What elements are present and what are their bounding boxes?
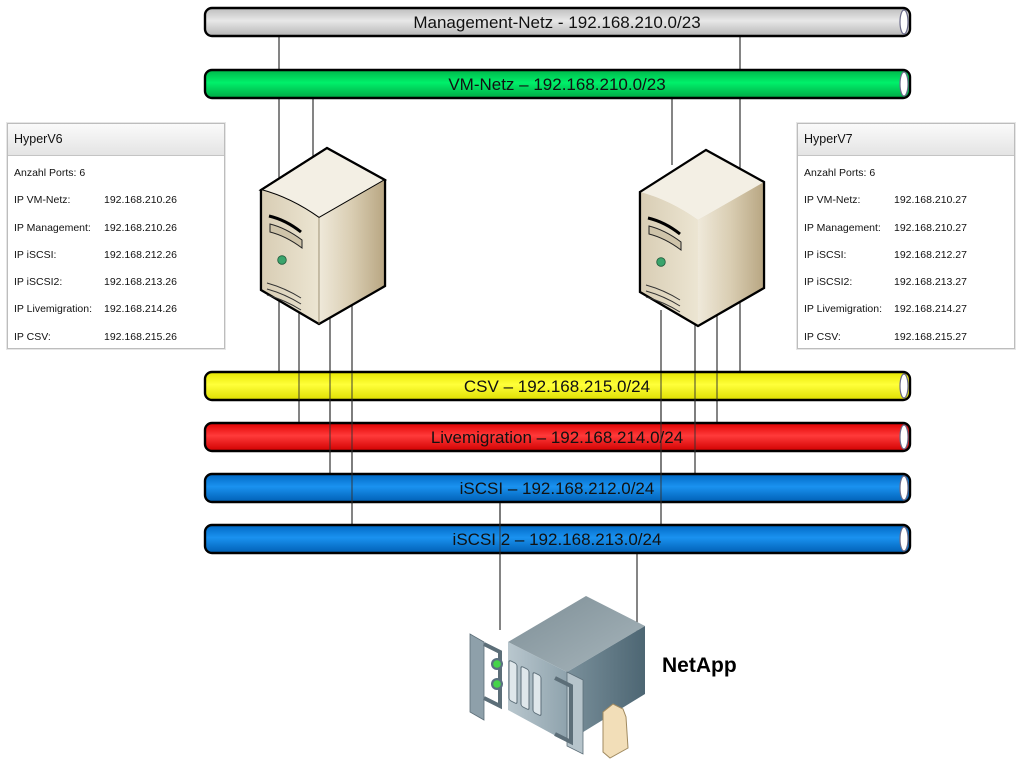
network-label-iscsi2: iSCSI 2 – 192.168.213.0/24 — [453, 530, 662, 549]
info-key: IP iSCSI: — [804, 248, 847, 261]
info-row-csv: IP CSV: 192.168.215.26 — [14, 324, 224, 351]
info-key: IP Livemigration: — [14, 303, 93, 316]
info-key: IP Livemigration: — [804, 303, 883, 316]
info-row-management: IP Management: 192.168.210.27 — [804, 215, 1014, 242]
info-value: 192.168.210.26 — [104, 194, 177, 207]
info-value: 192.168.213.26 — [104, 276, 177, 289]
info-row-vm-netz: IP VM-Netz: 192.168.210.26 — [14, 187, 224, 214]
info-key: IP CSV: — [804, 330, 841, 343]
network-pipe-livemigration: Livemigration – 192.168.214.0/24 — [203, 421, 912, 453]
pipe-end-cap — [899, 373, 909, 399]
info-row-iscsi: IP iSCSI: 192.168.212.26 — [14, 242, 224, 269]
info-key: IP VM-Netz: — [804, 194, 861, 207]
network-label-iscsi: iSCSI – 192.168.212.0/24 — [460, 479, 655, 498]
info-row-ports: Anzahl Ports: 6 — [804, 160, 1014, 187]
host-info-title: HyperV7 — [798, 124, 1014, 156]
info-row-vm-netz: IP VM-Netz: 192.168.210.27 — [804, 187, 1014, 214]
info-key: IP Management: — [14, 221, 91, 234]
info-value: 192.168.212.27 — [894, 248, 967, 261]
info-value: 192.168.210.27 — [894, 221, 967, 234]
host-info-hyperv7: HyperV7 Anzahl Ports: 6 IP VM-Netz: 192.1… — [797, 123, 1015, 349]
host-info-title: HyperV6 — [8, 124, 224, 156]
info-key: IP iSCSI2: — [804, 276, 853, 289]
info-row-livemigration: IP Livemigration: 192.168.214.26 — [14, 296, 224, 323]
info-row-iscsi2: IP iSCSI2: 192.168.213.26 — [14, 269, 224, 296]
storage-netapp-icon — [469, 596, 645, 759]
network-label-management: Management-Netz - 192.168.210.0/23 — [413, 13, 700, 32]
pipe-end-cap — [899, 424, 909, 450]
pipe-end-cap — [899, 71, 909, 97]
info-key: IP Management: — [804, 221, 881, 234]
info-key: IP iSCSI: — [14, 248, 57, 261]
info-key: Anzahl Ports: 6 — [804, 167, 876, 179]
info-value: 192.168.214.27 — [894, 303, 967, 316]
info-value: 192.168.215.27 — [894, 330, 967, 343]
info-row-ports: Anzahl Ports: 6 — [14, 160, 224, 187]
info-row-management: IP Management: 192.168.210.26 — [14, 215, 224, 242]
server-hyperv7-icon — [638, 148, 766, 328]
info-row-iscsi2: IP iSCSI2: 192.168.213.27 — [804, 269, 1014, 296]
network-label-csv: CSV – 192.168.215.0/24 — [464, 377, 650, 396]
info-row-csv: IP CSV: 192.168.215.27 — [804, 324, 1014, 351]
server-hyperv6-icon — [258, 146, 388, 326]
network-pipe-csv: CSV – 192.168.215.0/24 — [203, 370, 912, 402]
info-key: Anzahl Ports: 6 — [14, 167, 86, 179]
pipe-body — [203, 68, 912, 100]
pipe-body — [203, 370, 912, 402]
info-value: 192.168.210.27 — [894, 194, 967, 207]
network-pipe-iscsi: iSCSI – 192.168.212.0/24 — [203, 472, 912, 504]
info-value: 192.168.213.27 — [894, 276, 967, 289]
netapp-label: NetApp — [662, 654, 737, 677]
network-pipe-management: Management-Netz - 192.168.210.0/23 — [203, 6, 912, 38]
pipe-body — [203, 472, 912, 504]
info-value: 192.168.210.26 — [104, 221, 177, 234]
pipe-body — [203, 523, 912, 555]
info-row-iscsi: IP iSCSI: 192.168.212.27 — [804, 242, 1014, 269]
info-value: 192.168.215.26 — [104, 330, 177, 343]
info-key: IP iSCSI2: — [14, 276, 63, 289]
info-key: IP CSV: — [14, 330, 51, 343]
pipe-end-cap — [899, 526, 909, 552]
info-value: 192.168.214.26 — [104, 303, 177, 316]
network-label-vm: VM-Netz – 192.168.210.0/23 — [448, 75, 665, 94]
network-pipe-vm: VM-Netz – 192.168.210.0/23 — [203, 68, 912, 100]
pipe-body — [203, 421, 912, 453]
pipe-body — [203, 6, 912, 38]
host-info-hyperv6: HyperV6 Anzahl Ports: 6 IP VM-Netz: 192.1… — [7, 123, 225, 349]
network-pipe-iscsi2: iSCSI 2 – 192.168.213.0/24 — [203, 523, 912, 555]
info-value: 192.168.212.26 — [104, 248, 177, 261]
info-row-livemigration: IP Livemigration: 192.168.214.27 — [804, 296, 1014, 323]
pipe-end-cap — [899, 9, 909, 35]
pipe-end-cap — [899, 475, 909, 501]
info-key: IP VM-Netz: — [14, 194, 71, 207]
network-label-livemigration: Livemigration – 192.168.214.0/24 — [431, 428, 683, 447]
